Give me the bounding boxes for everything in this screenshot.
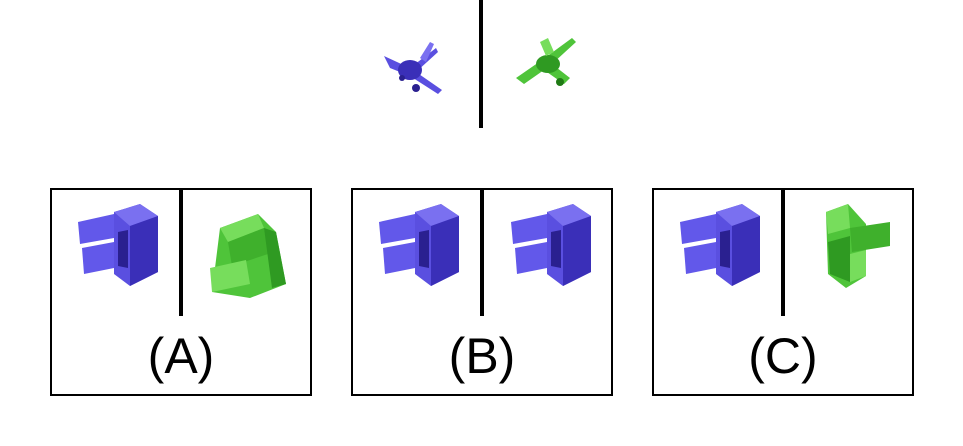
option-b-label: (B) bbox=[448, 328, 516, 384]
option-b-divider bbox=[480, 190, 484, 316]
option-c-box[interactable]: (C) bbox=[652, 188, 914, 396]
blue-refrigerator-icon bbox=[680, 204, 760, 286]
blue-airplane-icon bbox=[384, 42, 442, 94]
option-a-box[interactable]: (A) bbox=[50, 188, 312, 396]
blue-refrigerator-icon bbox=[379, 204, 459, 286]
green-refrigerator-icon bbox=[210, 214, 286, 298]
green-refrigerator-icon bbox=[826, 204, 890, 288]
option-c-label: (C) bbox=[748, 328, 818, 384]
blue-refrigerator-icon bbox=[511, 204, 591, 286]
option-a-label: (A) bbox=[147, 328, 215, 384]
option-c-divider bbox=[781, 190, 785, 316]
green-airplane-icon bbox=[516, 38, 576, 86]
option-a-divider bbox=[179, 190, 183, 316]
option-b-box[interactable]: (B) bbox=[351, 188, 613, 396]
blue-refrigerator-icon bbox=[78, 204, 158, 286]
reference-divider bbox=[479, 0, 483, 128]
